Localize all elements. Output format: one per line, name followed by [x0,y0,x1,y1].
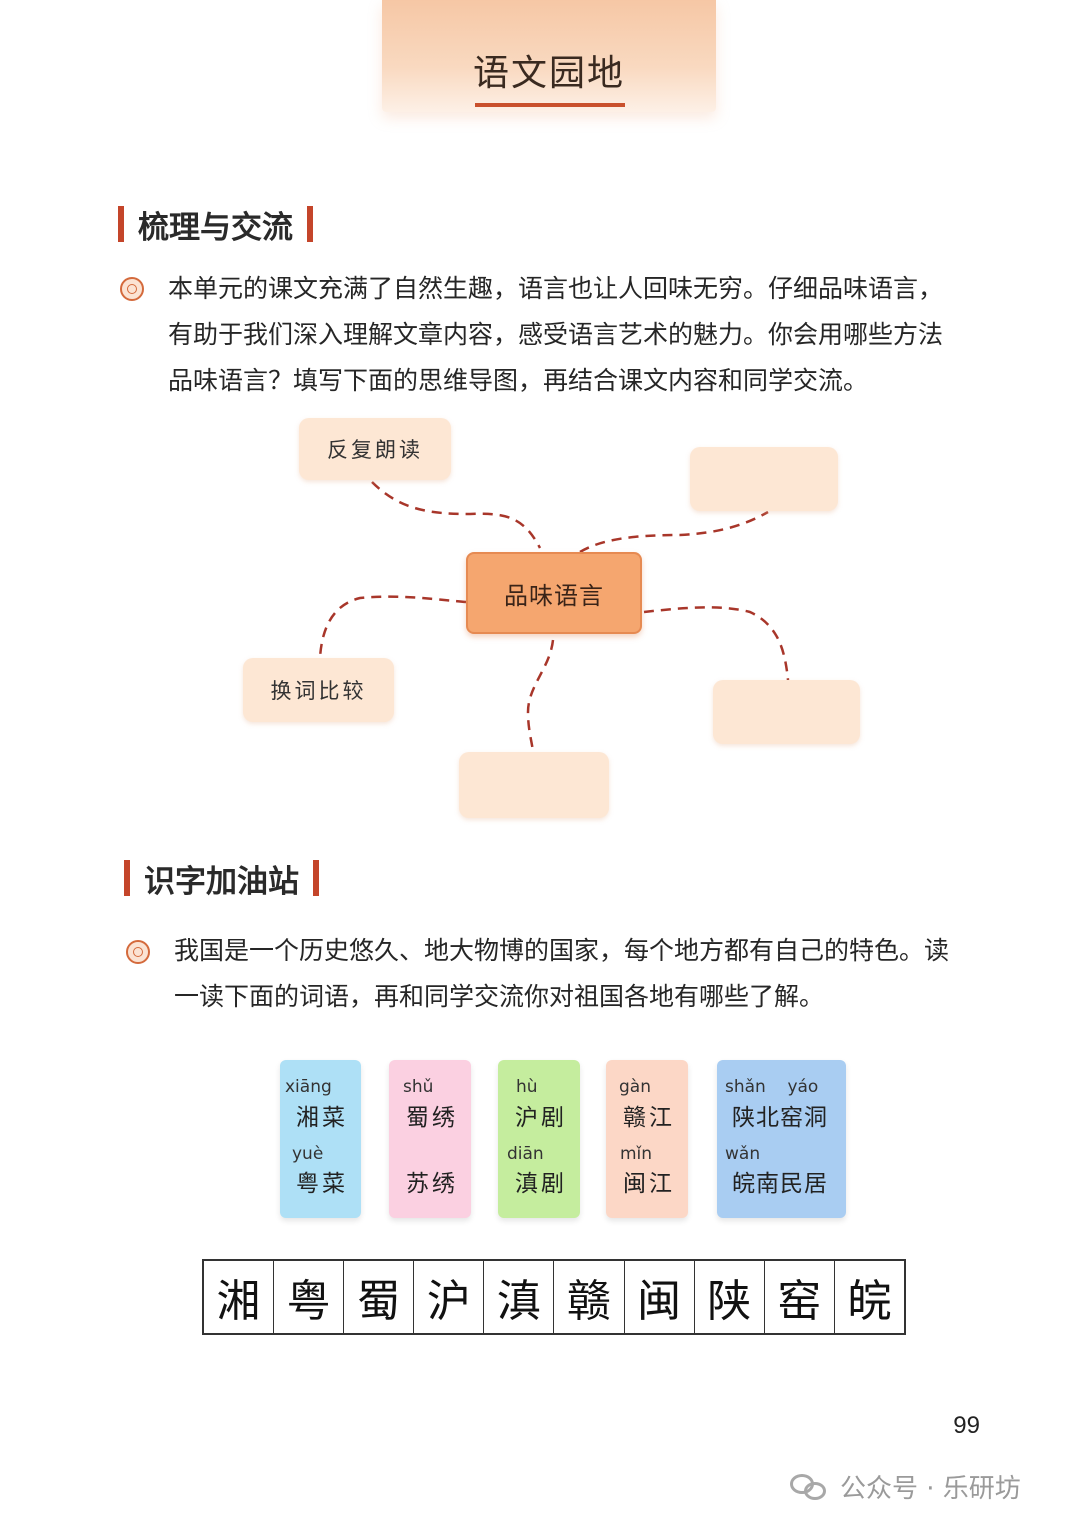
header-banner: 语文园地 [382,0,716,112]
word-card-cuisine-1: xiāng 湘菜 yuè 粤菜 [280,1060,361,1218]
connector-reread [371,481,542,549]
word: 陕北窑洞 [732,1105,828,1131]
page-number: 99 [953,1412,980,1439]
grid-char: 沪 [414,1261,485,1333]
character-writing-grid: 湘 粤 蜀 沪 滇 赣 闽 陕 窑 皖 [202,1259,906,1335]
pinyin: hù [516,1077,538,1097]
title-underline [475,103,625,107]
pinyin: gàn [619,1077,651,1097]
pinyin: yuè [292,1144,324,1164]
section-title-literacy: 识字加油站 [144,863,299,900]
grid-char: 闽 [625,1261,695,1333]
wechat-icon [790,1472,830,1502]
word-card-rivers: gàn 赣江 mǐn 闽江 [606,1060,688,1218]
heading-bar-right [307,206,313,242]
grid-char: 湘 [204,1261,275,1333]
word-card-opera: hù 沪剧 diān 滇剧 [498,1060,580,1218]
paragraph-marker-icon [126,940,150,964]
section2-line-2: 一读下面的词语，再和同学交流你对祖国各地有哪些了解。 [174,982,825,1011]
mindmap-center-node: 品味语言 [466,552,642,634]
section-heading-literacy: 识字加油站 [124,858,319,900]
word: 滇剧 [515,1171,567,1197]
pinyin: xiāng [285,1077,332,1097]
pinyin: shǔ [403,1077,434,1097]
mindmap-node-compare: 换词比较 [243,658,394,722]
connector-bottom [526,639,555,753]
grid-char: 窑 [765,1261,835,1333]
grid-char: 粤 [274,1261,345,1333]
heading-bar-right [313,860,319,896]
section2-line-1: 我国是一个历史悠久、地大物博的国家，每个地方都有自己的特色。读 [174,936,950,965]
grid-char: 陕 [695,1261,765,1333]
pinyin: mǐn [620,1144,653,1164]
connector-right [643,606,790,681]
word: 沪剧 [515,1105,567,1131]
pinyin: shǎn yáo [725,1077,819,1097]
connector-compare [318,595,467,659]
word: 湘菜 [296,1105,348,1131]
mindmap-blank-node-top-right[interactable] [690,447,838,511]
word: 闽江 [623,1171,675,1197]
grid-char: 赣 [554,1261,625,1333]
section-heading-review: 梳理与交流 [118,204,313,246]
section1-line-1: 本单元的课文充满了自然生趣，语言也让人回味无穷。仔细品味语言， [168,274,944,303]
grid-char: 皖 [847,1276,892,1327]
connector-top-right [579,510,769,554]
word: 苏绣 [406,1171,458,1197]
section1-line-3: 品味语言？填写下面的思维导图，再结合课文内容和同学交流。 [168,366,869,395]
page-title: 语文园地 [472,53,625,94]
mindmap-node-reread: 反复朗读 [299,418,451,480]
pinyin: diān [507,1144,544,1164]
section-title-review: 梳理与交流 [138,209,293,246]
word: 粤菜 [296,1171,348,1197]
mindmap-blank-node-bottom[interactable] [459,752,609,818]
section1-line-2: 有助于我们深入理解文章内容，感受语言艺术的魅力。你会用哪些方法 [168,320,944,349]
pinyin: wǎn [725,1144,761,1164]
paragraph-marker-icon [120,277,144,301]
heading-bar-left [124,860,130,896]
mindmap-blank-node-right[interactable] [713,680,860,744]
word: 赣江 [623,1105,675,1131]
watermark-text: 公众号 · 乐研坊 [840,1474,1021,1504]
watermark: 公众号 · 乐研坊 [790,1468,1021,1505]
word-card-dwellings: shǎn yáo 陕北窑洞 wǎn 皖南民居 [717,1060,846,1218]
grid-char: 滇 [484,1261,555,1333]
word: 蜀绣 [406,1105,458,1131]
heading-bar-left [118,206,124,242]
grid-char: 蜀 [344,1261,415,1333]
word: 皖南民居 [732,1171,828,1197]
word-card-embroidery: shǔ 蜀绣 苏绣 [389,1060,471,1218]
